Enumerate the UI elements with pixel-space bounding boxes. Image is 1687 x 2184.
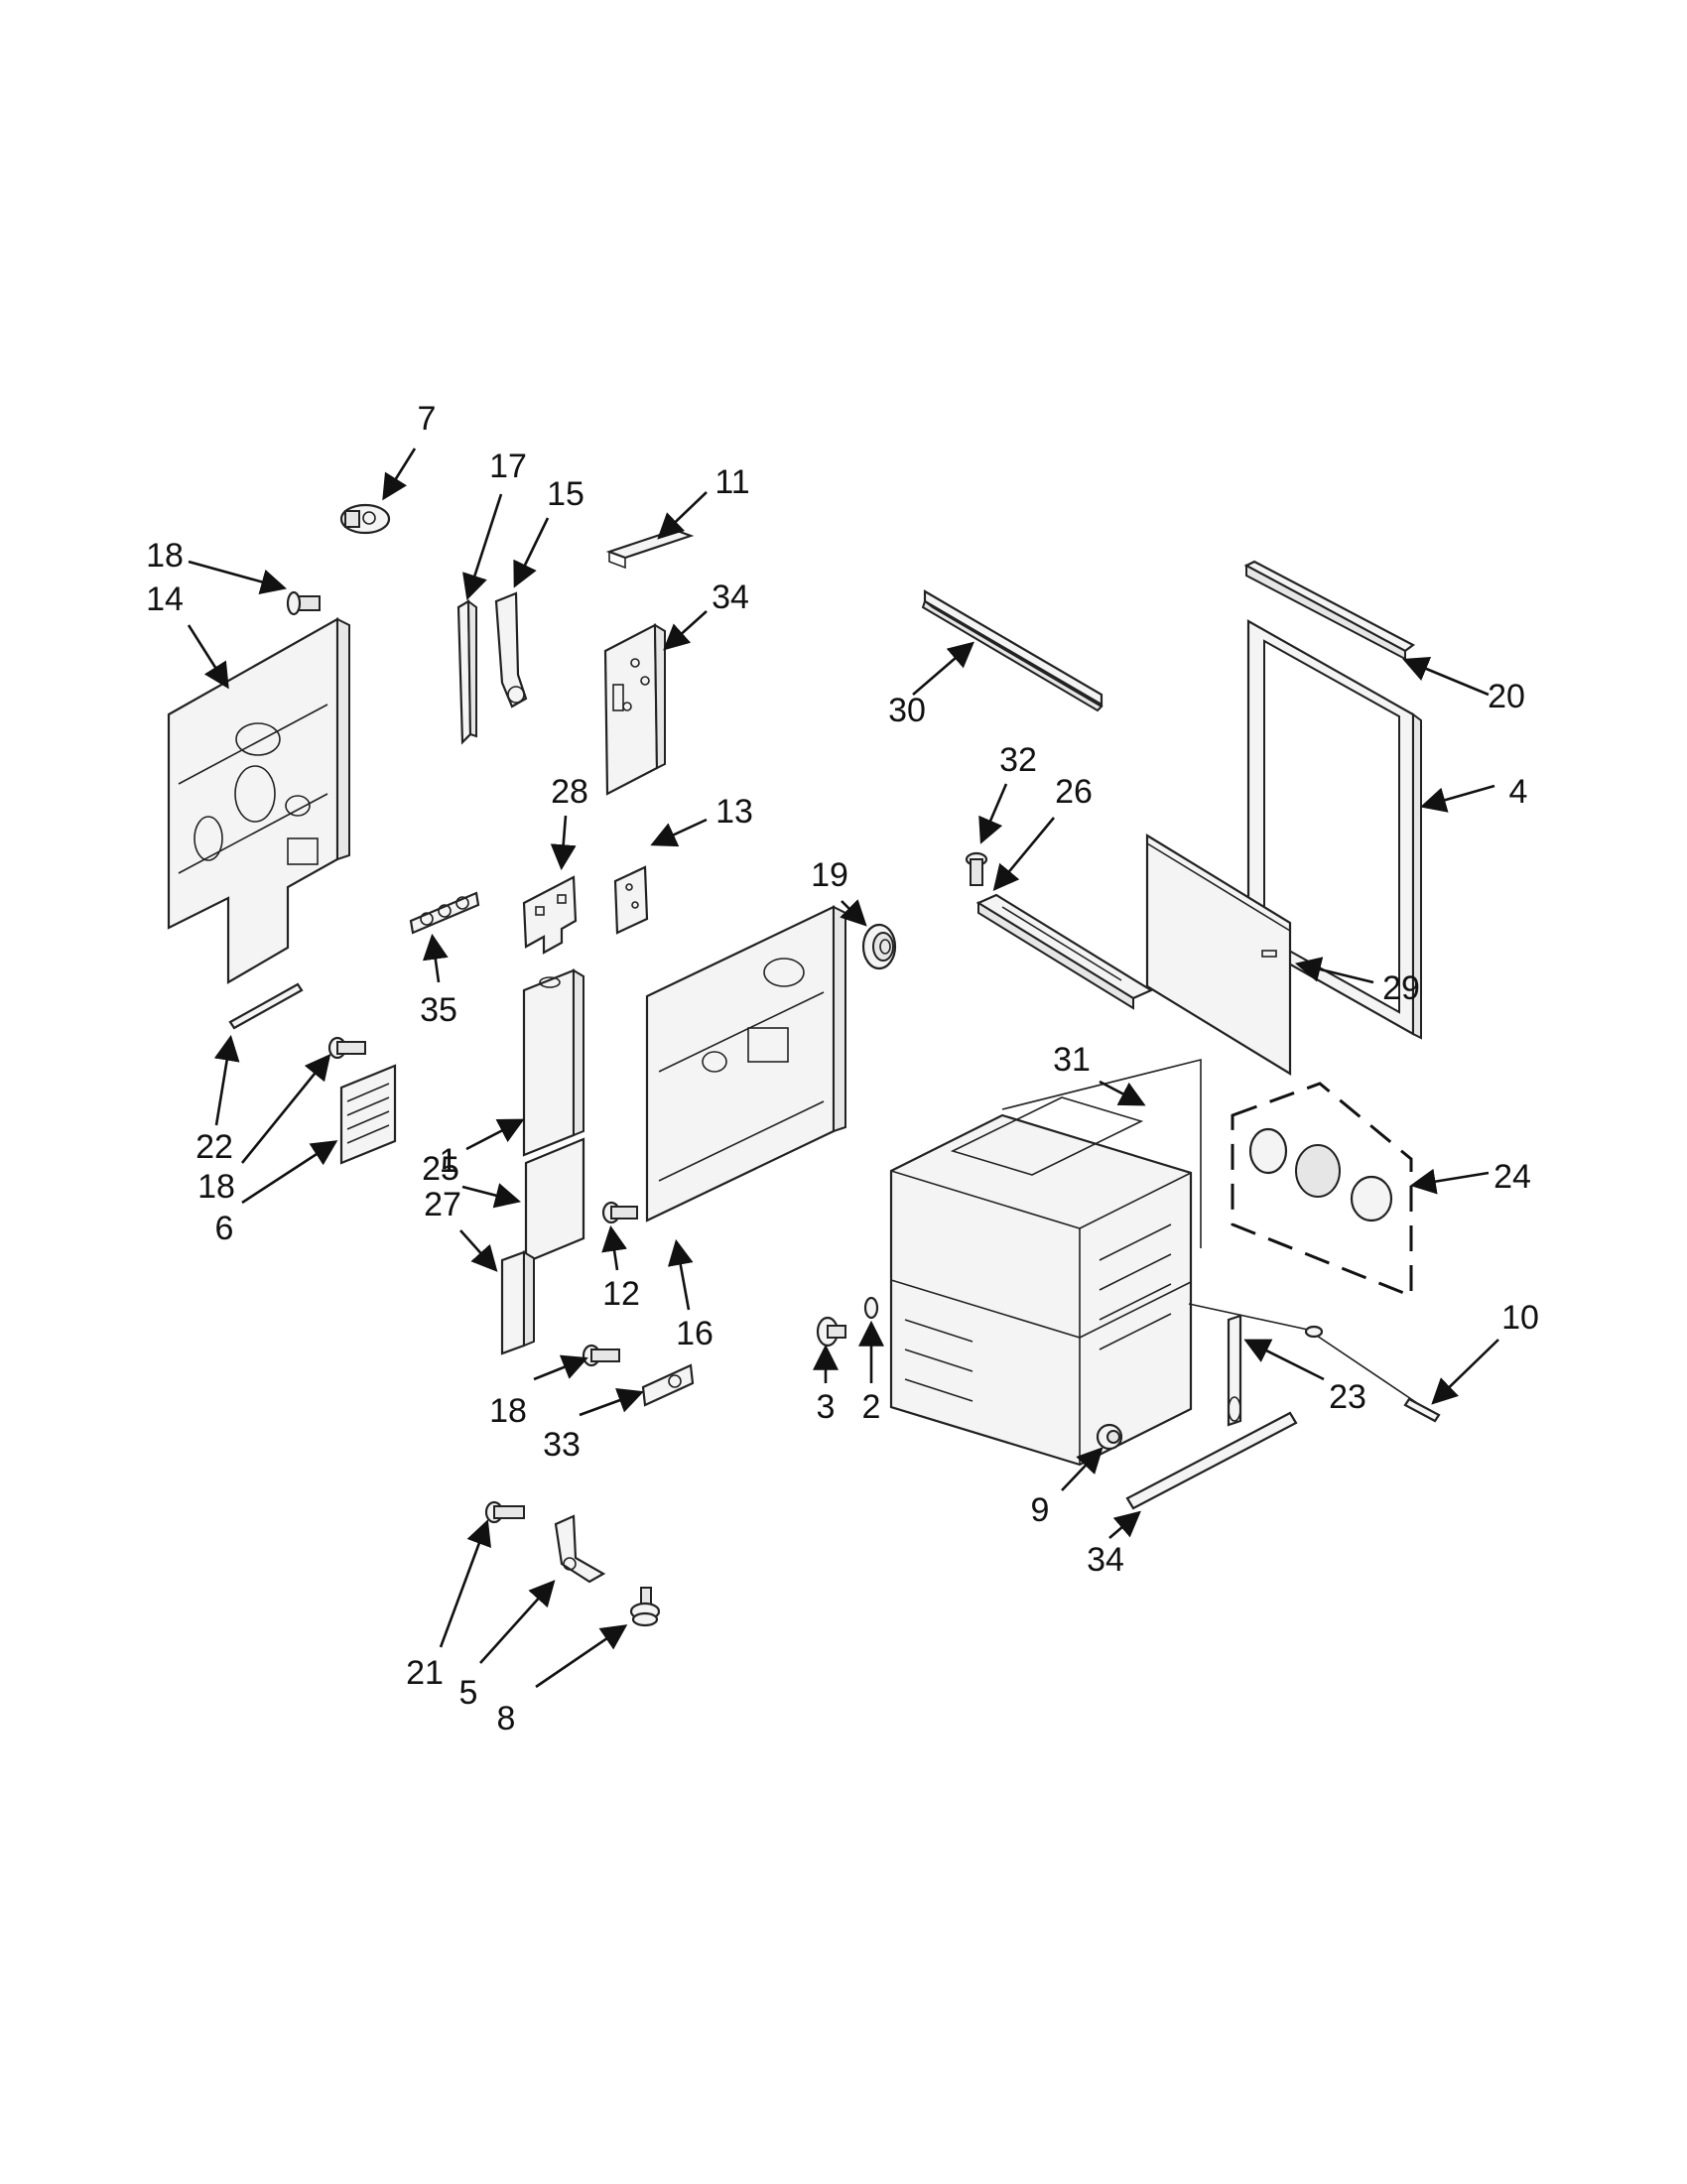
part-23-bracket: [1227, 1314, 1242, 1427]
part-4-door-frame: [1246, 619, 1422, 1040]
callout-8: 8: [497, 1700, 516, 1737]
part-15-bracket: [494, 591, 528, 708]
callout-31: 31: [1053, 1041, 1091, 1079]
part-18-screw-b: [327, 1036, 366, 1060]
part-29-panel: [1145, 834, 1292, 1076]
part-34-inner-panel: [603, 623, 666, 796]
part-10-sensor-probe: [1188, 1303, 1441, 1423]
part-12-screw: [601, 1201, 638, 1224]
callout-3: 3: [817, 1388, 836, 1426]
callout-18: 18: [489, 1392, 527, 1430]
part-6-vent-grille: [339, 1064, 397, 1165]
callout-18: 18: [146, 537, 184, 575]
part-1-channel: [522, 968, 584, 1157]
callout-22: 22: [195, 1128, 233, 1166]
part-3-screw: [816, 1316, 846, 1348]
callout-labels: 7 17 15 11 18 14 34 30 20 4 32 26 28 13 …: [146, 400, 1539, 1737]
callout-21: 21: [406, 1654, 444, 1692]
callout-27: 27: [424, 1186, 461, 1223]
part-25-panel: [524, 1137, 585, 1264]
part-9-knob: [1096, 1423, 1123, 1451]
callout-18: 18: [197, 1168, 235, 1206]
part-5-leg-bracket: [554, 1514, 606, 1584]
callout-7: 7: [418, 400, 437, 438]
callout-16: 16: [676, 1315, 714, 1352]
callout-26: 26: [1055, 773, 1093, 811]
part-17-bracket: [456, 598, 477, 745]
part-22-strip: [228, 982, 304, 1030]
callout-4: 4: [1509, 773, 1528, 811]
callout-20: 20: [1488, 678, 1525, 715]
part-26-slide-rail: [975, 893, 1154, 1010]
part-27-bracket: [500, 1250, 535, 1355]
part-14-rear-panel: [167, 617, 350, 984]
callout-1: 1: [440, 1142, 458, 1180]
callout-9: 9: [1031, 1491, 1050, 1529]
part-35-terminal-block: [409, 891, 480, 935]
callout-12: 12: [602, 1275, 640, 1313]
part-19-grommet: [861, 923, 897, 970]
part-18-screw-a: [286, 590, 321, 616]
part-32-screw: [965, 851, 988, 886]
callout-25: 25: [422, 1150, 459, 1188]
callout-19: 19: [811, 856, 848, 894]
part-2-washer: [863, 1296, 879, 1320]
part-21-screw: [484, 1500, 525, 1524]
callout-32: 32: [999, 741, 1037, 779]
callout-34: 34: [1087, 1541, 1124, 1579]
part-13-bracket: [613, 865, 649, 935]
callout-14: 14: [146, 580, 184, 618]
callout-11: 11: [714, 463, 749, 501]
part-30-rail: [921, 589, 1103, 712]
callout-33: 33: [543, 1426, 581, 1464]
callout-30: 30: [888, 692, 926, 729]
callout-24: 24: [1493, 1158, 1531, 1196]
callout-6: 6: [215, 1210, 234, 1247]
callout-2: 2: [862, 1388, 881, 1426]
callout-17: 17: [489, 448, 527, 485]
part-34-strip: [1125, 1411, 1298, 1510]
callout-35: 35: [420, 991, 457, 1029]
callout-15: 15: [547, 475, 584, 513]
part-18-screw-c: [582, 1344, 620, 1367]
part-24-light-assembly: [1231, 1082, 1413, 1299]
part-8-leveling-foot: [629, 1587, 661, 1627]
callout-34: 34: [712, 578, 749, 616]
part-31-oven-cavity: [889, 1058, 1202, 1467]
part-11-bracket: [605, 528, 695, 570]
callout-10: 10: [1501, 1299, 1539, 1337]
callout-13: 13: [715, 793, 753, 831]
callout-5: 5: [459, 1674, 478, 1712]
part-16-inner-panel: [645, 905, 846, 1222]
part-28-bracket: [522, 875, 578, 955]
callout-23: 23: [1329, 1378, 1366, 1416]
part-33-bracket: [641, 1363, 695, 1407]
part-7-thermostat: [339, 503, 391, 535]
leader-lines: [187, 448, 1499, 1689]
callout-29: 29: [1382, 969, 1420, 1007]
callout-28: 28: [551, 773, 588, 811]
